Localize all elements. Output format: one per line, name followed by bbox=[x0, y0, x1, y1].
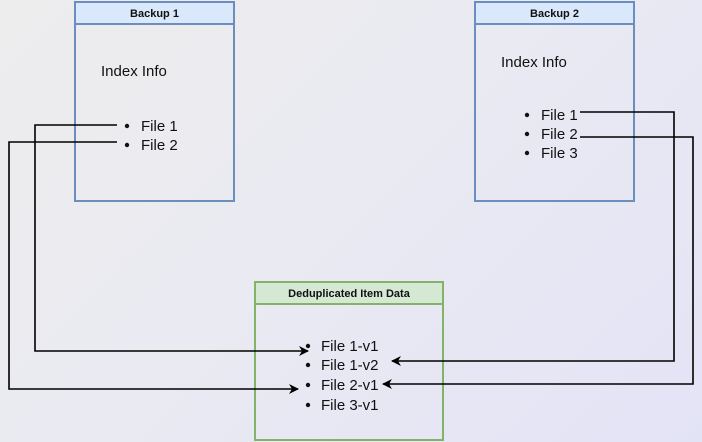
backup-2-file-1: File 1 bbox=[541, 107, 578, 124]
backup-1-file-2: File 2 bbox=[141, 137, 178, 154]
backup-1-bullet-1 bbox=[124, 123, 130, 129]
backup-1-body bbox=[74, 1, 235, 202]
backup-2-header bbox=[474, 1, 635, 25]
backup-2-bullet-3 bbox=[524, 150, 530, 156]
backup-1-file-1: File 1 bbox=[141, 118, 178, 135]
dedup-header bbox=[254, 281, 444, 305]
link-b2-file1-to-file1v2 bbox=[391, 111, 675, 366]
backup-1-heading: Index Info bbox=[101, 63, 167, 80]
backup-2-file-3: File 3 bbox=[541, 145, 578, 162]
backup-2-title: Backup 2 bbox=[530, 8, 579, 20]
backup-2-heading: Index Info bbox=[501, 54, 567, 71]
dedup-title: Deduplicated Item Data bbox=[288, 288, 411, 300]
dedup-bullet-1 bbox=[305, 343, 311, 349]
link-b1-file1-to-file1v1 bbox=[34, 124, 309, 356]
backup-2-file-2: File 2 bbox=[541, 126, 578, 143]
backup-1-header bbox=[74, 1, 235, 25]
dedup-box: Deduplicated Item Data File 1-v1 File 1-… bbox=[254, 281, 444, 441]
backup-1-title: Backup 1 bbox=[130, 8, 179, 20]
dedup-bullet-2 bbox=[305, 362, 311, 368]
link-b1-file2-to-file2v1 bbox=[8, 141, 299, 394]
backup-1-box: Backup 1 Index Info File 1 File 2 bbox=[74, 1, 235, 202]
backup-1-bullet-2 bbox=[124, 142, 130, 148]
dedup-item-3: File 2-v1 bbox=[321, 377, 379, 394]
dedup-item-1: File 1-v1 bbox=[321, 338, 379, 355]
backup-2-body bbox=[474, 1, 635, 202]
link-b2-file2-to-file2v1 bbox=[382, 136, 694, 389]
dedup-bullet-4 bbox=[305, 402, 311, 408]
dedup-bullet-3 bbox=[305, 382, 311, 388]
backup-2-bullet-1 bbox=[524, 112, 530, 118]
dedup-item-4: File 3-v1 bbox=[321, 397, 379, 414]
backup-2-box: Backup 2 Index Info File 1 File 2 File 3 bbox=[474, 1, 635, 202]
backup-2-bullet-2 bbox=[524, 131, 530, 137]
dedup-item-2: File 1-v2 bbox=[321, 357, 379, 374]
